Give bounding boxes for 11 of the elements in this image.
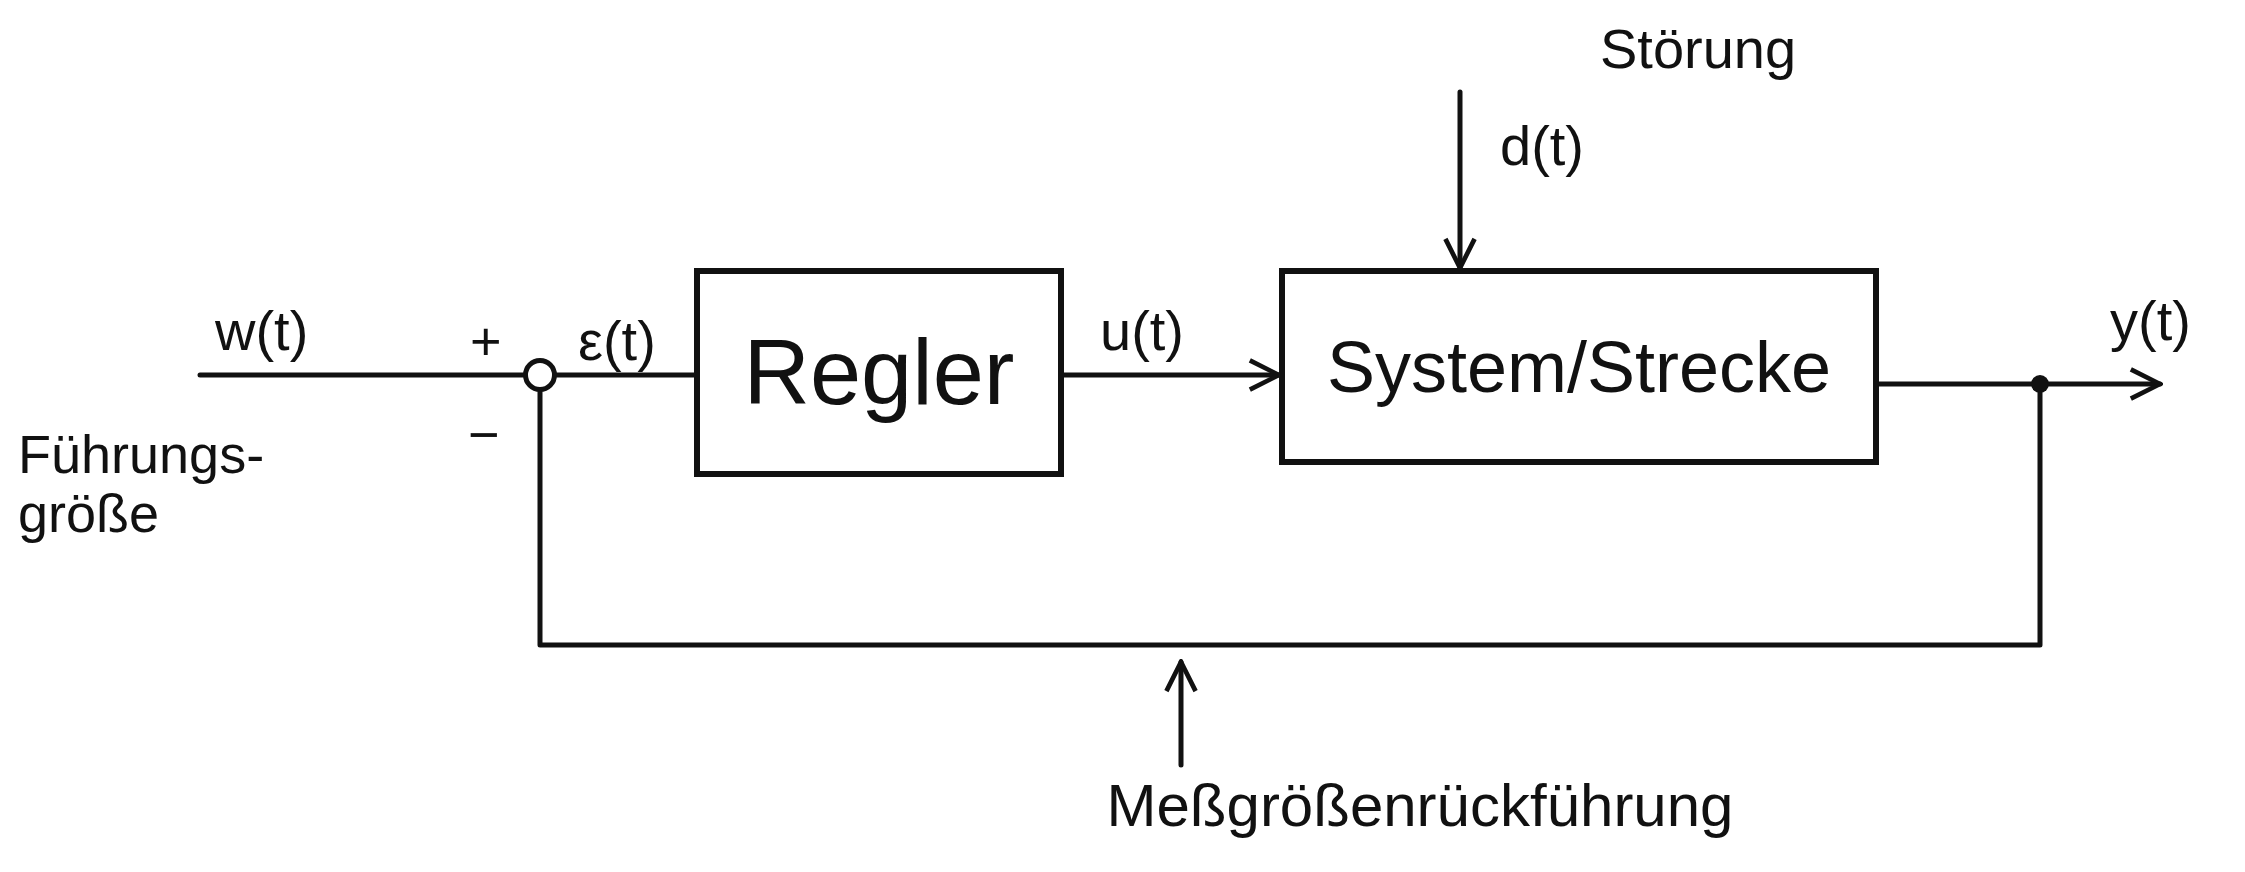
summing-junction: [523, 358, 557, 392]
signal-name: Führungs- größe: [18, 425, 266, 544]
system-block: System/Strecke: [1279, 268, 1879, 465]
minus-sign: −: [468, 405, 500, 465]
caption-text: Meßgrößenrückführung: [1106, 770, 1734, 840]
arrow: [1164, 659, 1198, 768]
plus-sign: +: [470, 312, 502, 372]
controller-block: Regler: [694, 268, 1064, 477]
disturbance-label: Störung: [1600, 18, 1798, 80]
branch-point: [2031, 375, 2049, 393]
arrow: [1443, 89, 1477, 271]
